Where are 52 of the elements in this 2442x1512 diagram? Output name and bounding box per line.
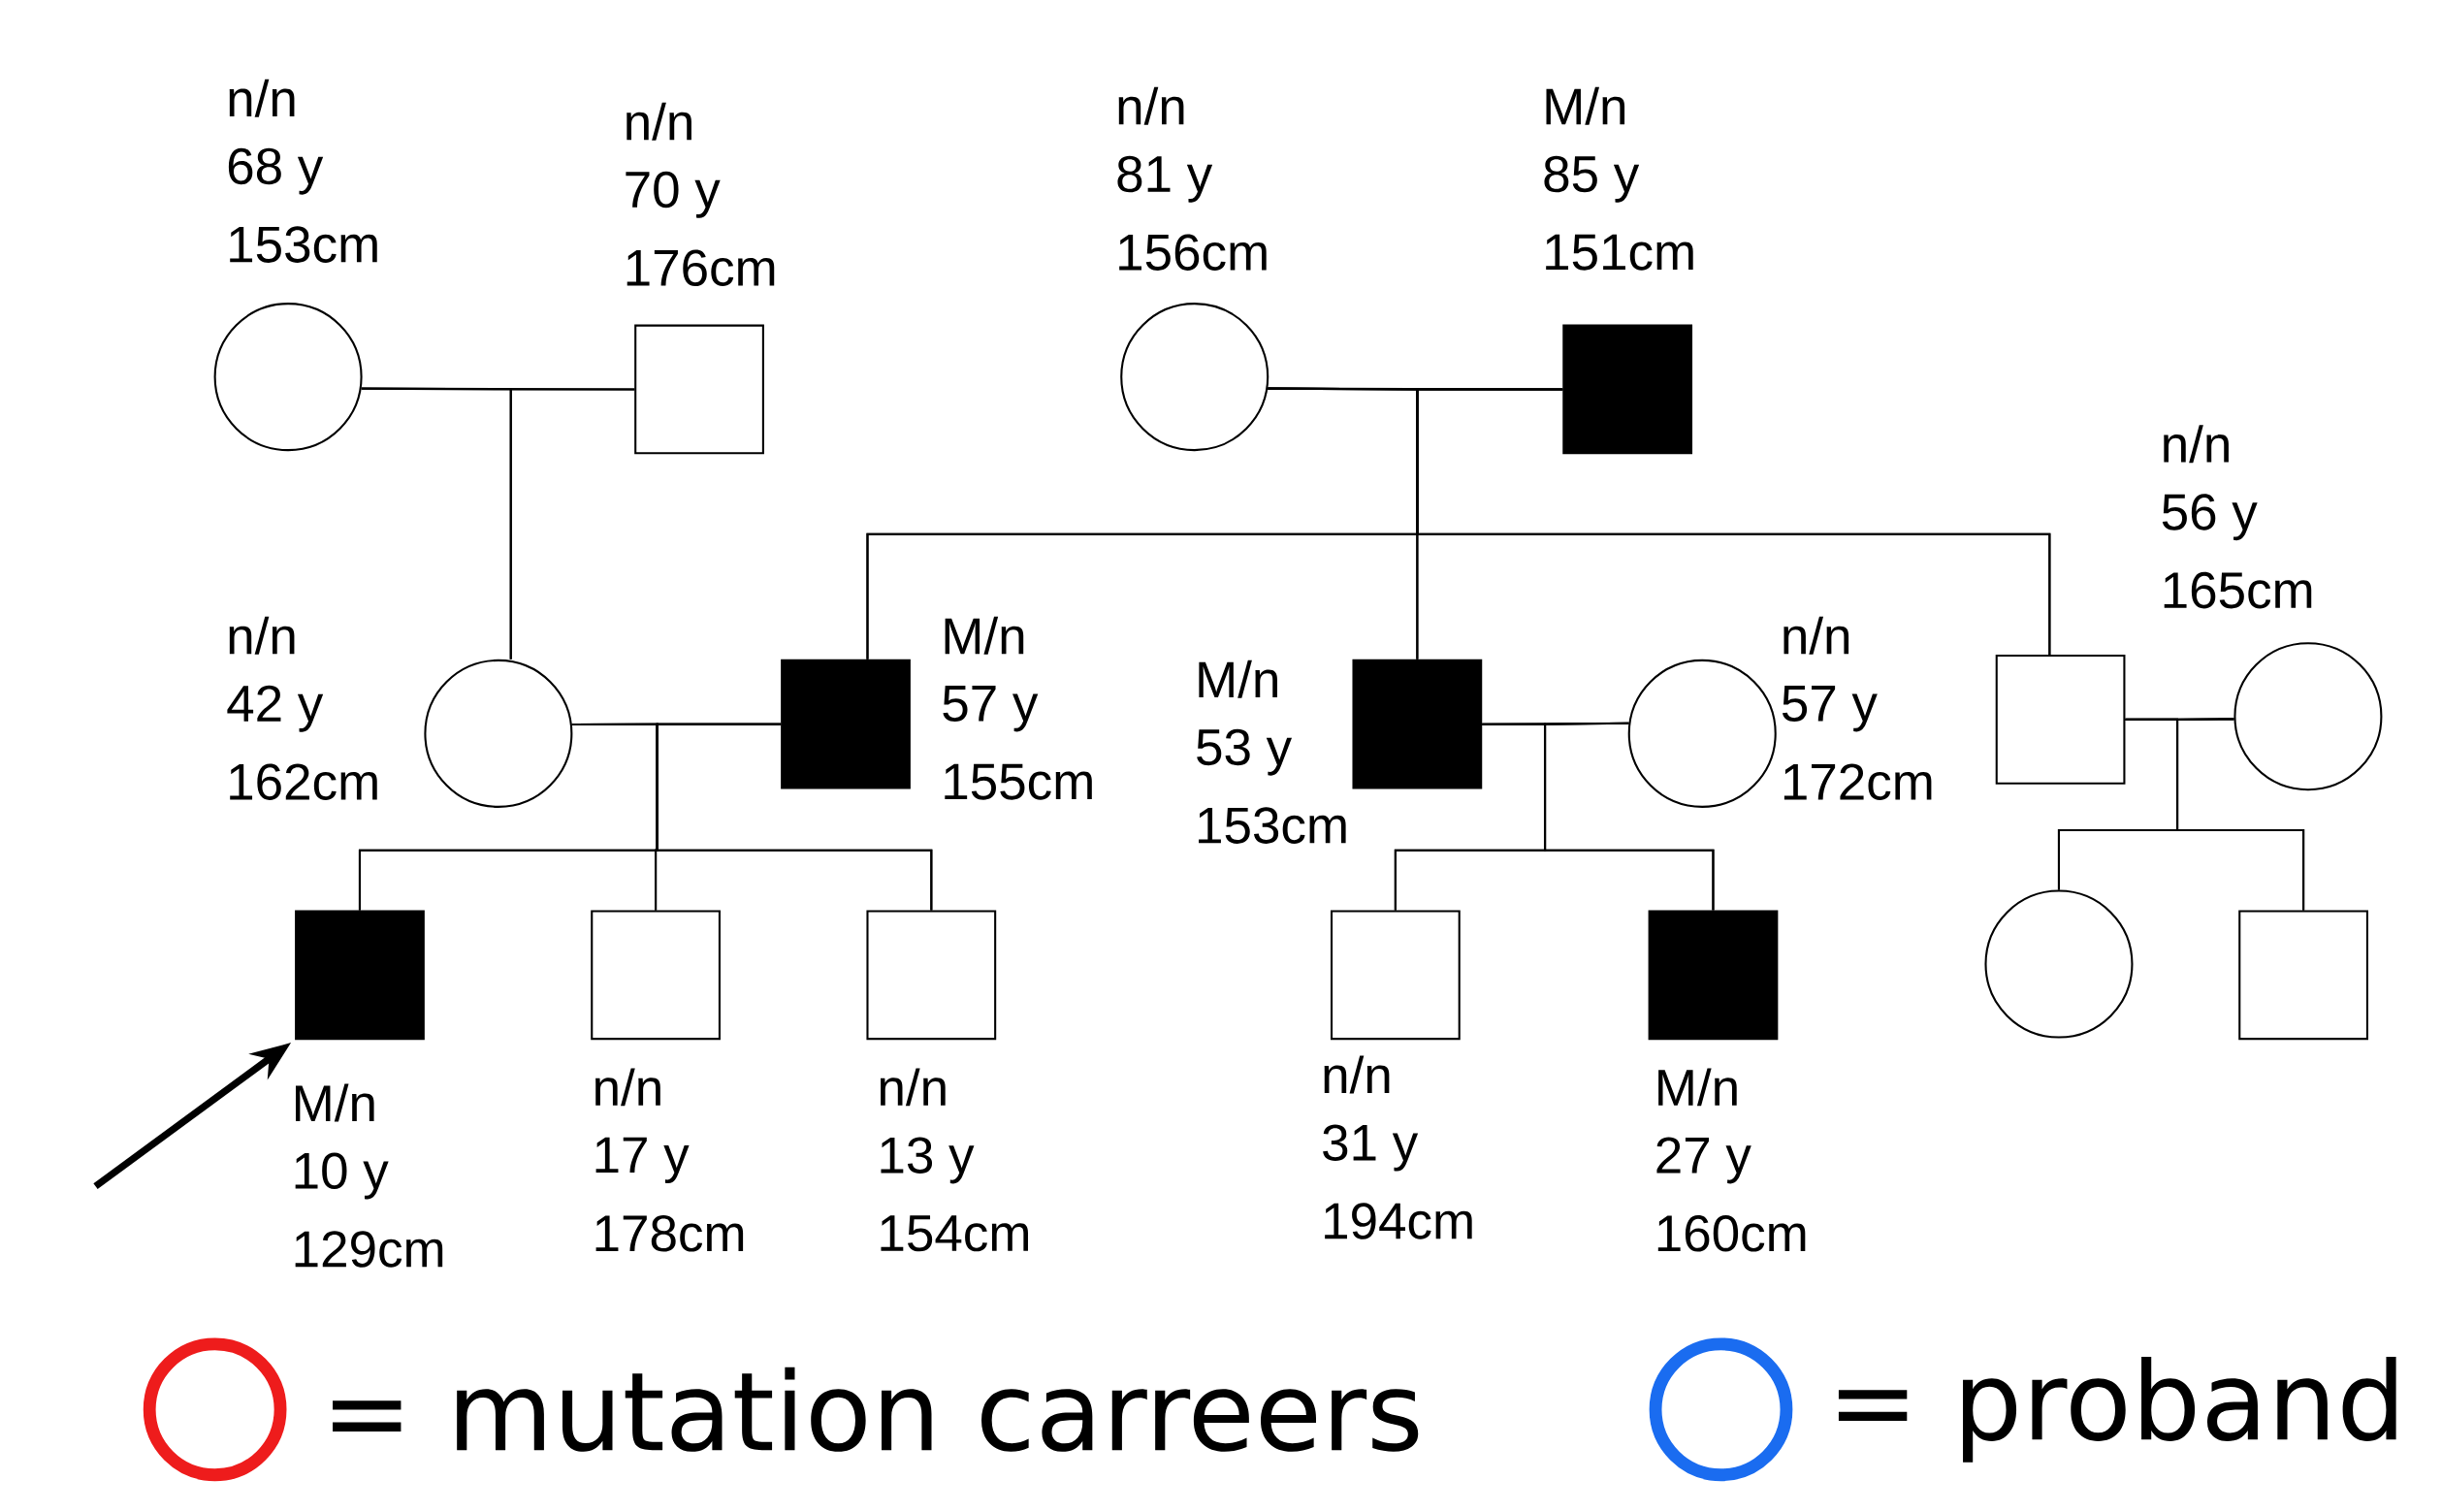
- person-label: n/n: [229, 616, 295, 655]
- square-symbol: [1995, 654, 2126, 785]
- person-label: 153cm: [1199, 807, 1346, 844]
- circle-symbol: [1984, 889, 2134, 1039]
- person-label: 31 y: [1323, 1124, 1419, 1172]
- descent-line: [509, 388, 635, 659]
- descent-line: [656, 723, 933, 911]
- person-label: 160cm: [1657, 1214, 1806, 1252]
- person-label: 70 y: [626, 171, 721, 218]
- person-label: M/n: [945, 616, 1024, 655]
- person-label: 68 y: [228, 147, 324, 195]
- person-label: n/n: [2164, 425, 2229, 463]
- descent-line: [1416, 388, 2051, 655]
- person-label: n/n: [595, 1068, 660, 1107]
- person-label: n/n: [1118, 86, 1184, 125]
- person-label: 57 y: [943, 685, 1039, 732]
- person-label: 165cm: [2164, 571, 2312, 609]
- person-label: n/n: [1783, 616, 1849, 655]
- person-label: 81 y: [1117, 155, 1213, 203]
- person-label: 154cm: [881, 1215, 1028, 1252]
- descent-line: [1544, 722, 1715, 911]
- square-symbol: [2238, 910, 2368, 1041]
- person-label: n/n: [880, 1068, 946, 1107]
- person-label: 56 y: [2162, 494, 2258, 540]
- person-label: 151cm: [1546, 234, 1693, 271]
- person-label: 156cm: [1119, 234, 1267, 271]
- person-label: 17 y: [595, 1137, 690, 1183]
- person-label: 53 y: [1197, 728, 1293, 776]
- person-label: 153cm: [230, 226, 377, 263]
- person-label: 10 y: [295, 1152, 389, 1200]
- person-label: 155cm: [945, 763, 1092, 800]
- person-label: 129cm: [295, 1231, 443, 1268]
- person-label: M/n: [1546, 86, 1625, 125]
- person-label: 57 y: [1782, 685, 1878, 732]
- person-label: 42 y: [227, 685, 324, 732]
- descent-line: [2176, 718, 2305, 911]
- person-label: 27 y: [1656, 1137, 1751, 1184]
- person-label: 194cm: [1325, 1203, 1472, 1239]
- person-label: 162cm: [230, 763, 377, 800]
- person-label: n/n: [1324, 1055, 1390, 1094]
- person-label: M/n: [1199, 659, 1277, 698]
- person-label: M/n: [1658, 1068, 1737, 1107]
- person-label: n/n: [627, 102, 691, 141]
- person-label: 178cm: [595, 1214, 744, 1252]
- person-label: 176cm: [627, 249, 775, 286]
- person-label: n/n: [229, 79, 295, 117]
- person-label: M/n: [296, 1083, 374, 1122]
- person-label: 13 y: [881, 1137, 975, 1184]
- person-label: 85 y: [1544, 155, 1640, 203]
- legend-label: = mutation carreers: [333, 1367, 1419, 1452]
- legend-label: = proband: [1838, 1356, 2396, 1463]
- person-label: 172cm: [1783, 763, 1932, 800]
